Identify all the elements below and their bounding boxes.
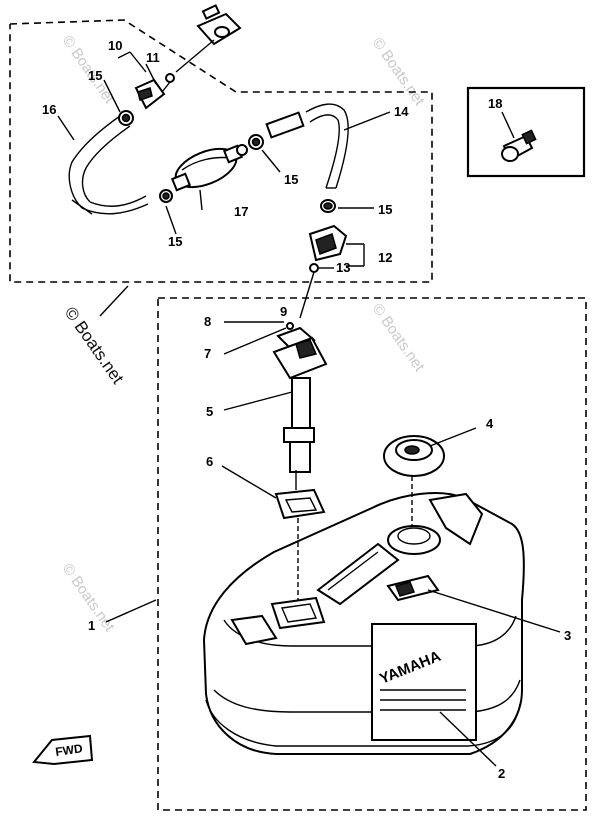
callout-1: 1: [88, 618, 95, 633]
fwd-arrow: FWD: [32, 734, 94, 766]
callout-6: 6: [206, 454, 213, 469]
clip-15-lower-left: [159, 189, 173, 203]
connector-12-13: [308, 224, 348, 273]
clip-15-right: [248, 134, 264, 150]
callout-15: 15: [88, 68, 102, 83]
callout-3: 3: [564, 628, 571, 643]
callout-16: 16: [42, 102, 56, 117]
callout-17: 17: [234, 204, 248, 219]
callouts: 10 11 15 16 17 15 15 14 15 12 13 18 9 8 …: [42, 38, 571, 781]
callout-4: 4: [486, 416, 494, 431]
callout-2: 2: [498, 766, 505, 781]
callout-8: 8: [204, 314, 211, 329]
callout-11: 11: [146, 50, 160, 65]
leader-lines: [57, 51, 561, 767]
connector-line: [299, 271, 315, 319]
watermark-dark: © Boats.net: [61, 303, 128, 387]
callout-18: 18: [488, 96, 502, 111]
callout-9: 9: [280, 304, 287, 319]
callout-13: 13: [336, 260, 350, 275]
part-18: [501, 129, 537, 162]
callout-12: 12: [378, 250, 392, 265]
fuel-tank-1: YAMAHA: [202, 492, 525, 755]
primer-bulb-17: [170, 144, 248, 192]
callout-15: 15: [378, 202, 392, 217]
part-18-box: [466, 86, 586, 178]
callout-15: 15: [284, 172, 298, 187]
gasket-6: [274, 488, 326, 520]
hose-16: [68, 115, 149, 215]
callout-15: 15: [168, 234, 182, 249]
watermark: © Boats.net: [369, 35, 428, 110]
clip-15-upper: [118, 110, 134, 126]
fuel-gauge-assembly-5: [272, 322, 328, 490]
tank-kit-border: [157, 297, 587, 811]
engine-connector: [175, 4, 242, 73]
hose-kit-border: [9, 19, 433, 283]
clip-15-below-14: [320, 199, 336, 213]
hose-14: [265, 103, 349, 189]
tank-cap-4: [383, 435, 445, 477]
callout-7: 7: [204, 346, 211, 361]
callout-10: 10: [108, 38, 122, 53]
callout-5: 5: [206, 404, 213, 419]
fwd-label: FWD: [54, 741, 83, 759]
watermark: © Boats.net: [369, 301, 428, 376]
callout-14: 14: [394, 104, 409, 119]
fitting-10-11: [134, 73, 175, 110]
